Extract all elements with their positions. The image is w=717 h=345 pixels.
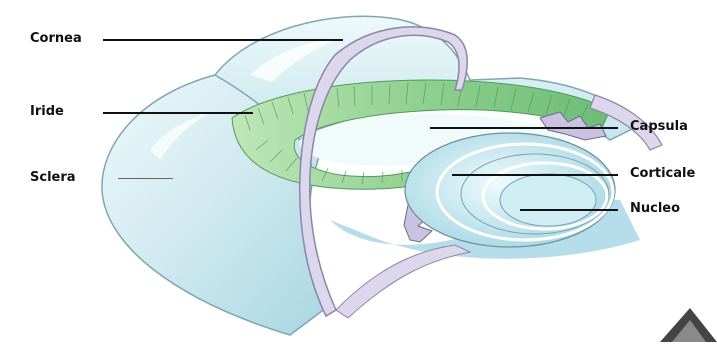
label-nucleo: Nucleo bbox=[630, 201, 680, 217]
cut-base bbox=[336, 245, 470, 318]
label-cornea: Cornea bbox=[30, 31, 82, 47]
label-sclera: Sclera bbox=[30, 170, 76, 186]
leader-iride bbox=[103, 112, 253, 114]
leader-nucleo bbox=[520, 209, 618, 211]
leader-capsula bbox=[430, 127, 618, 129]
label-corticale: Corticale bbox=[630, 166, 695, 182]
label-capsula: Capsula bbox=[630, 119, 688, 135]
leader-cornea bbox=[103, 39, 343, 41]
label-iride: Iride bbox=[30, 104, 64, 120]
lens-nucleus bbox=[500, 174, 596, 226]
nav-up-arrow[interactable] bbox=[660, 308, 717, 342]
leader-sclera bbox=[118, 178, 173, 179]
leader-corticale bbox=[452, 174, 618, 176]
